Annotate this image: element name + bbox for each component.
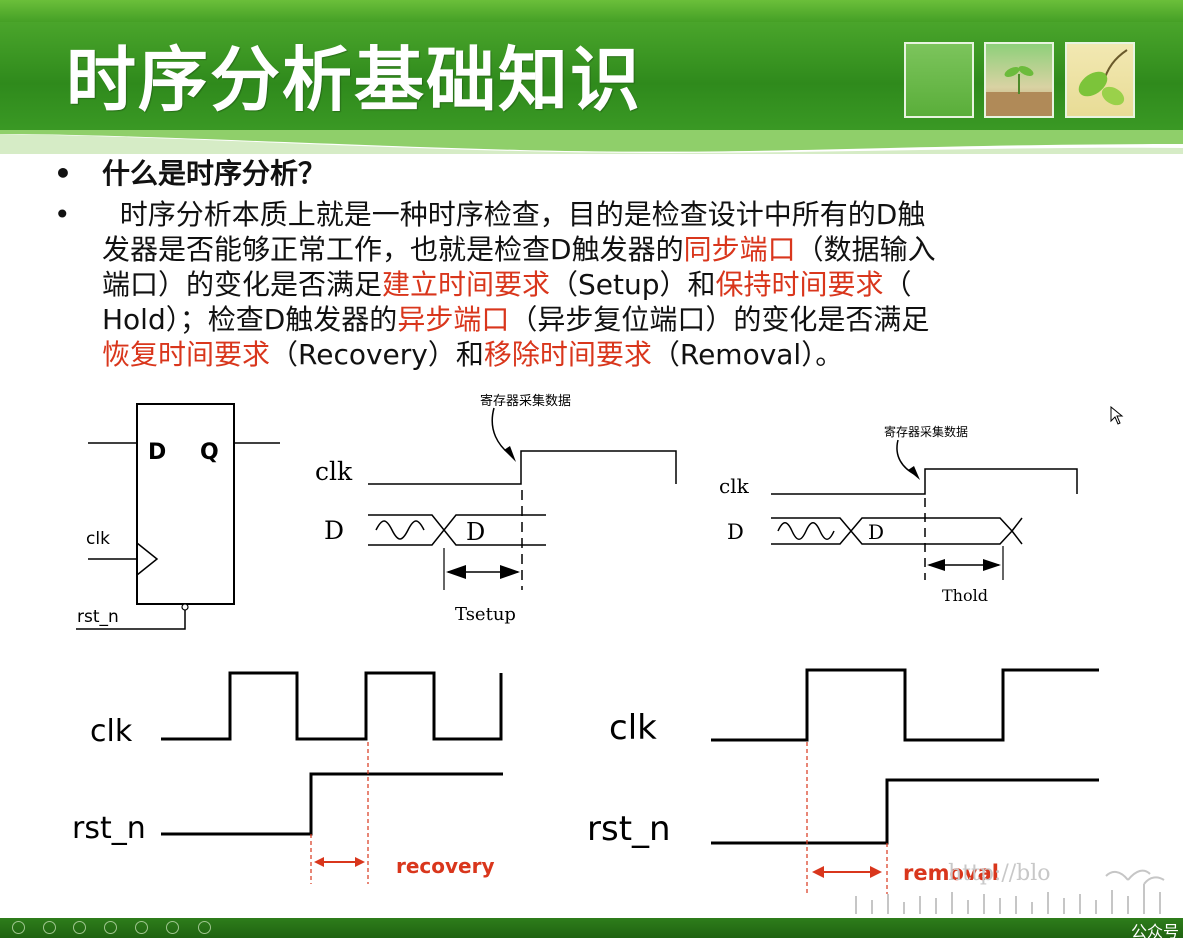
highlight-text: 恢复时间要求 <box>102 338 271 371</box>
text: Hold）；检查D触发器的 <box>102 303 398 336</box>
pen-icon[interactable] <box>73 921 86 934</box>
bullet-paragraph: • 时序分析本质上就是一种时序检查，目的是检查设计中所有的D触 发器是否能够正常… <box>50 197 1110 372</box>
text: （Removal）。 <box>651 338 844 371</box>
top-band <box>0 0 1183 26</box>
bullet-item: • 什么是时序分析？ <box>50 156 1110 191</box>
grass-decoration <box>855 869 1165 914</box>
header-stripe <box>0 130 1183 154</box>
sprout-icon <box>986 66 1052 116</box>
removal-label: removal <box>903 861 999 885</box>
bullet-list: • 什么是时序分析？ • 时序分析本质上就是一种时序检查，目的是检查设计中所有的… <box>50 156 1110 372</box>
setup-clk-label: clk <box>315 457 353 486</box>
text: 端口）的变化是否满足 <box>102 268 383 301</box>
highlight-text: 保持时间要求 <box>715 268 884 301</box>
removal-rst-label: rst_n <box>587 809 671 849</box>
highlight-text: 建立时间要求 <box>382 268 551 301</box>
text: （数据输入 <box>795 233 936 266</box>
decor-thumbnail-green <box>904 42 974 118</box>
ff-q-label: Q <box>200 440 219 465</box>
setup-caption: 寄存器采集数据 <box>480 393 571 409</box>
recovery-label: recovery <box>396 854 495 878</box>
tsetup-label: Tsetup <box>455 604 516 625</box>
paragraph-line: 恢复时间要求（Recovery）和移除时间要求（Removal）。 <box>102 337 1110 372</box>
flipflop-diagram: D Q clk rst_n <box>76 403 280 630</box>
zoom-icon[interactable] <box>135 921 148 934</box>
bullet-dot: • <box>54 157 72 190</box>
hold-d-label: D <box>727 520 744 544</box>
ff-clk-label: clk <box>86 529 110 549</box>
menu-icon[interactable] <box>104 921 117 934</box>
leaf-icon <box>1078 49 1128 106</box>
leaf-image <box>1065 42 1135 118</box>
watermark-text: http://blo <box>948 861 1051 886</box>
text: （异步复位端口）的变化是否满足 <box>509 303 930 336</box>
sprout-image <box>984 42 1054 118</box>
corner-label: 公众号 <box>1130 922 1179 941</box>
thold-label: Thold <box>942 586 988 605</box>
nav-prev-icon[interactable] <box>12 921 25 934</box>
text: 时序分析本质上就是一种时序检查，目的是检查设计中所有的D触 <box>102 198 926 231</box>
text: （Setup）和 <box>550 268 716 301</box>
paragraph-line: Hold）；检查D触发器的异步端口（异步复位端口）的变化是否满足 <box>102 302 1110 337</box>
hold-clk-label: clk <box>719 474 750 498</box>
setup-d-data: D <box>466 518 485 546</box>
hold-caption: 寄存器采集数据 <box>884 424 968 439</box>
highlight-text: 同步端口 <box>683 233 796 266</box>
footer-bar <box>0 918 1183 938</box>
more-icon[interactable] <box>198 921 211 934</box>
hold-diagram: 寄存器采集数据 clk D D Thold <box>719 424 1078 605</box>
nav-next-icon[interactable] <box>43 921 56 934</box>
text: 发器是否能够正常工作，也就是检查D触发器的 <box>102 233 684 266</box>
mouse-cursor-icon <box>1110 406 1124 425</box>
bullet-dot: • <box>54 198 71 231</box>
highlight-text: 移除时间要求 <box>483 338 652 371</box>
ff-rst-label: rst_n <box>77 607 119 627</box>
bullet-text: 什么是时序分析？ <box>102 157 327 190</box>
page-title: 时序分析基础知识 <box>66 39 642 121</box>
setup-diagram: 寄存器采集数据 clk D D Tsetup <box>315 393 677 625</box>
text: （ <box>883 268 912 301</box>
ff-d-label: D <box>148 440 166 465</box>
setup-d-label: D <box>324 516 344 545</box>
recovery-diagram: clk rst_n recovery <box>72 671 503 884</box>
options-icon[interactable] <box>166 921 179 934</box>
text: （Recovery）和 <box>270 338 484 371</box>
recovery-rst-label: rst_n <box>72 811 146 846</box>
removal-diagram: clk rst_n removal <box>587 668 1099 894</box>
recovery-clk-label: clk <box>90 714 133 749</box>
paragraph-line: 时序分析本质上就是一种时序检查，目的是检查设计中所有的D触 <box>102 197 1110 232</box>
highlight-text: 异步端口 <box>397 303 510 336</box>
hold-d-data: D <box>868 520 884 544</box>
paragraph-line: 发器是否能够正常工作，也就是检查D触发器的同步端口（数据输入 <box>102 232 1110 267</box>
paragraph-line: 端口）的变化是否满足建立时间要求（Setup）和保持时间要求（ <box>102 267 1110 302</box>
removal-clk-label: clk <box>609 708 657 748</box>
